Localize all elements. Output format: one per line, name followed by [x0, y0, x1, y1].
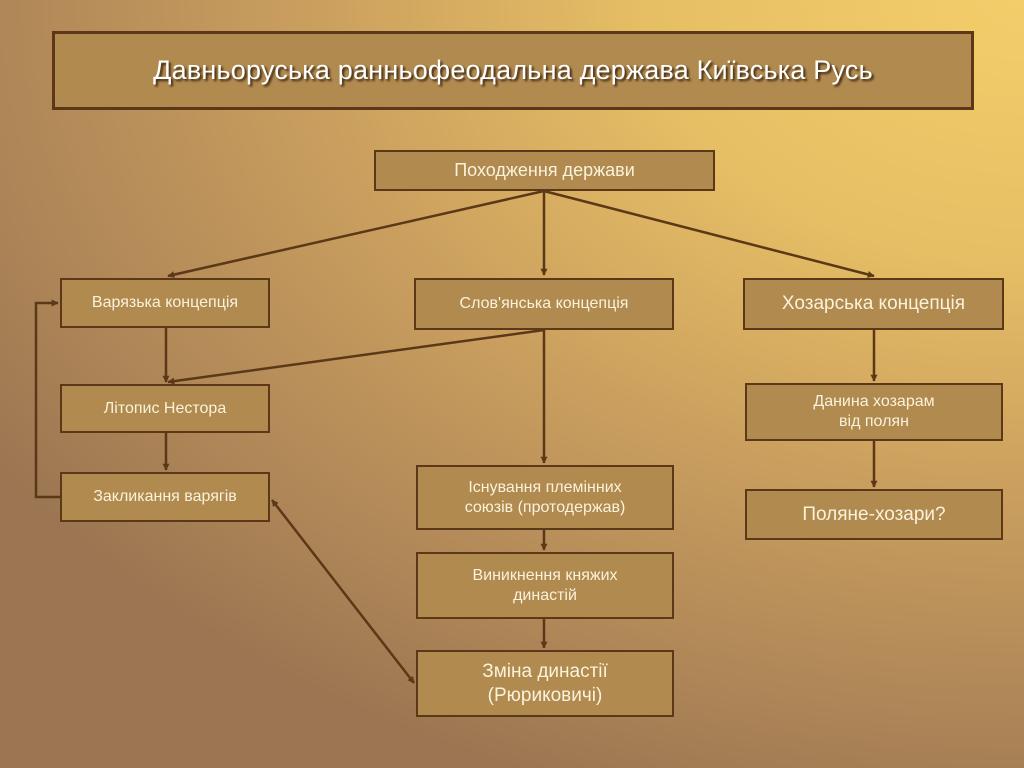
- node-khazar-tribute: Данина хозарам від полян: [745, 383, 1003, 441]
- node-polyane-khazars: Поляне-хозари?: [745, 489, 1003, 540]
- node-dynasty-change: Зміна династії (Рюриковичі): [416, 650, 674, 717]
- node-slavic-concept: Слов'янська концепція: [414, 278, 674, 330]
- title-banner: Давньоруська ранньофеодальна держава Киї…: [52, 31, 974, 110]
- node-origin: Походження держави: [374, 150, 715, 191]
- arrow-origin-to-varangian: [167, 189, 545, 279]
- arrow-slavic-to-nestor: [167, 328, 545, 385]
- node-nestor-chronicle: Літопис Нестора: [60, 384, 270, 433]
- node-princely-dynasties: Виникнення княжих династій: [416, 552, 674, 619]
- node-varangian-concept: Варязька концепція: [60, 278, 270, 328]
- arrow-origin-to-khazar: [543, 189, 875, 278]
- node-tribal-unions: Існування племінних союзів (протодержав): [416, 465, 674, 530]
- node-khazar-concept: Хозарська концепція: [743, 278, 1004, 330]
- page-title: Давньоруська ранньофеодальна держава Киї…: [153, 55, 873, 85]
- node-varangian-invitation: Закликання варягів: [60, 472, 270, 522]
- arrow-invitation-dynasty-change: [271, 499, 415, 684]
- arrow-invitation-loop-to-varangian: [34, 299, 60, 499]
